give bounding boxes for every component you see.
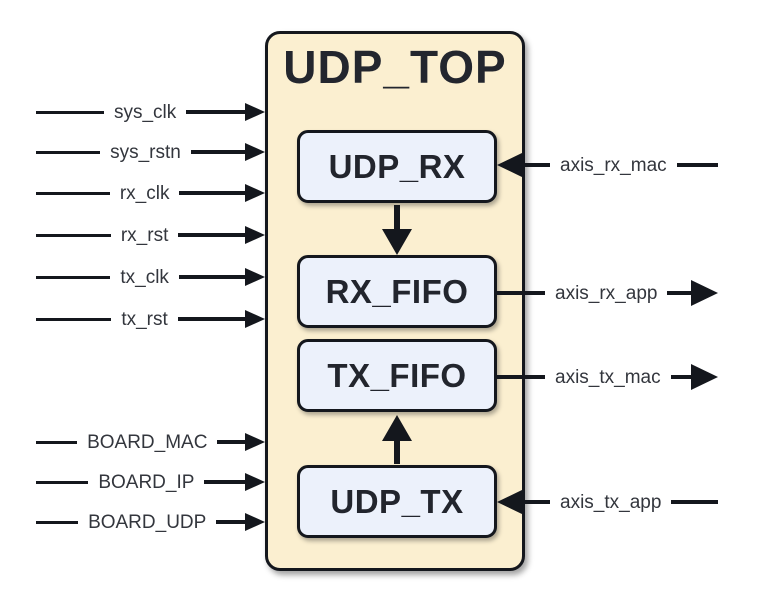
- arrow-right-icon: [216, 510, 265, 534]
- signal-row-rx-rst: rx_rst: [36, 223, 265, 247]
- block-label: UDP_TX: [330, 482, 464, 520]
- wire-stub: [36, 520, 79, 524]
- wire-stub: [497, 375, 545, 379]
- wire-stub: [671, 500, 718, 504]
- arrow-right-icon: [186, 100, 265, 124]
- arrow-right-icon: [178, 223, 265, 247]
- signal-row-tx-clk: tx_clk: [36, 265, 265, 289]
- wire-stub: [36, 275, 111, 279]
- arrow-up-head-icon: [382, 415, 412, 441]
- arrow-left-icon: [497, 489, 524, 515]
- signal-row-axis-tx-mac: axis_tx_mac: [497, 363, 718, 391]
- arrow-right-icon: [178, 265, 265, 289]
- signal-label: rx_rst: [120, 224, 169, 246]
- signal-row-board-udp: BOARD_UDP: [36, 510, 265, 534]
- block-tx-fifo: TX_FIFO: [297, 339, 497, 412]
- signal-row-axis-tx-app: axis_tx_app: [497, 488, 718, 516]
- arrow-down-head-icon: [382, 229, 412, 255]
- signal-label: axis_tx_app: [560, 491, 662, 513]
- signal-row-axis-rx-app: axis_rx_app: [497, 279, 718, 307]
- arrow-right-icon: [217, 430, 265, 454]
- arrow-up-icon: [380, 415, 414, 464]
- wire-stub: [36, 110, 104, 114]
- wire-stub: [524, 163, 550, 167]
- block-udp-tx: UDP_TX: [297, 465, 497, 538]
- signal-row-sys-clk: sys_clk: [36, 100, 265, 124]
- block-label: UDP_RX: [328, 147, 466, 185]
- arrow-right-icon: [190, 140, 265, 164]
- arrow-right-icon: [177, 307, 265, 331]
- diagram-title: UDP_TOP: [283, 41, 507, 93]
- signal-label: rx_clk: [119, 182, 170, 204]
- block-udp-rx: UDP_RX: [297, 130, 497, 203]
- wire-stub: [36, 440, 78, 444]
- signal-label: axis_rx_mac: [560, 154, 667, 176]
- wire-vertical: [394, 205, 400, 229]
- signal-label: BOARD_IP: [98, 471, 195, 493]
- block-rx-fifo: RX_FIFO: [297, 255, 497, 328]
- signal-label: tx_clk: [120, 266, 169, 288]
- arrow-right-icon: [179, 181, 265, 205]
- signal-row-tx-rst: tx_rst: [36, 307, 265, 331]
- signal-label: tx_rst: [121, 308, 168, 330]
- signal-row-board-ip: BOARD_IP: [36, 470, 265, 494]
- wire-stub: [36, 233, 111, 237]
- wire-stub: [36, 480, 89, 484]
- signal-row-board-mac: BOARD_MAC: [36, 430, 265, 454]
- signal-row-axis-rx-mac: axis_rx_mac: [497, 151, 718, 179]
- signal-label: BOARD_MAC: [87, 431, 208, 453]
- block-label: RX_FIFO: [325, 272, 469, 310]
- signal-label: sys_rstn: [110, 141, 181, 163]
- arrow-left-icon: [497, 152, 524, 178]
- arrow-down-icon: [380, 205, 414, 255]
- signal-label: sys_clk: [113, 101, 177, 123]
- wire-stub: [36, 317, 112, 321]
- wire-vertical: [394, 441, 400, 464]
- block-label: TX_FIFO: [327, 356, 467, 394]
- wire-stub: [36, 191, 110, 195]
- signal-row-rx-clk: rx_clk: [36, 181, 265, 205]
- arrow-right-icon: [204, 470, 265, 494]
- signal-label: BOARD_UDP: [88, 511, 207, 533]
- wire-stub: [676, 163, 718, 167]
- signal-label: axis_tx_mac: [555, 366, 661, 388]
- wire-stub: [497, 291, 545, 295]
- signal-row-sys-rstn: sys_rstn: [36, 140, 265, 164]
- arrow-right-icon: [667, 279, 718, 307]
- arrow-right-icon: [670, 363, 718, 391]
- wire-stub: [524, 500, 550, 504]
- wire-stub: [36, 150, 101, 154]
- signal-label: axis_rx_app: [555, 282, 658, 304]
